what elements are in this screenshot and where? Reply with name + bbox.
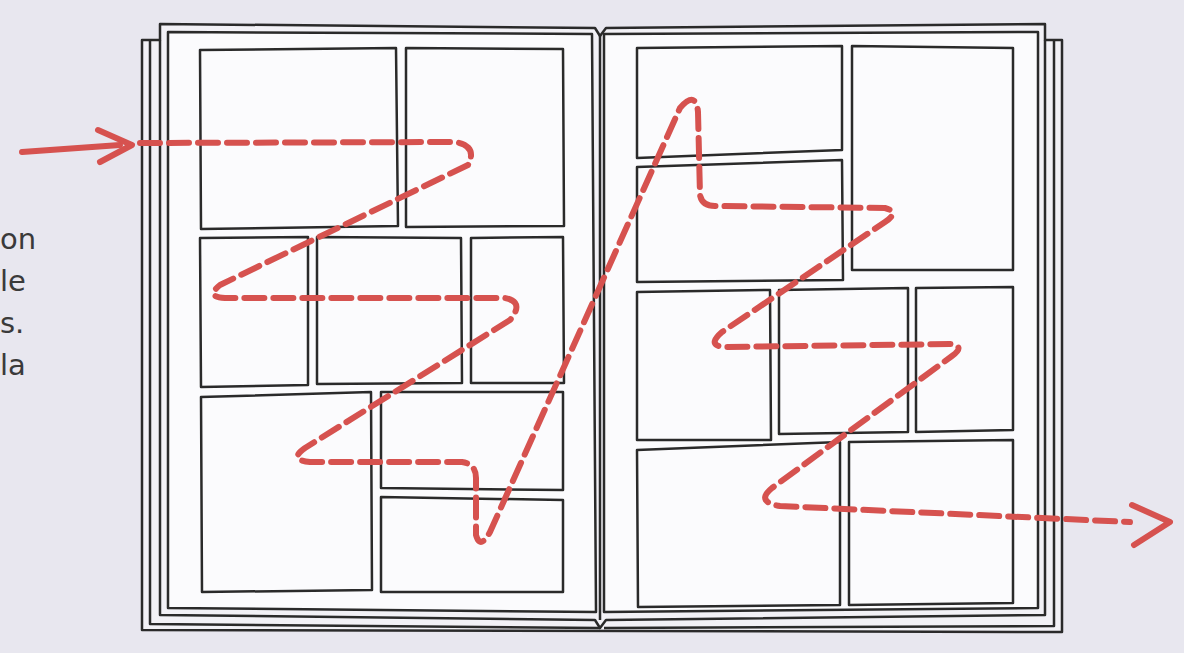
- margin-text: on: [0, 222, 36, 256]
- margin-text: le: [0, 264, 26, 298]
- margin-text: la: [0, 348, 26, 382]
- margin-text: s.: [0, 306, 24, 340]
